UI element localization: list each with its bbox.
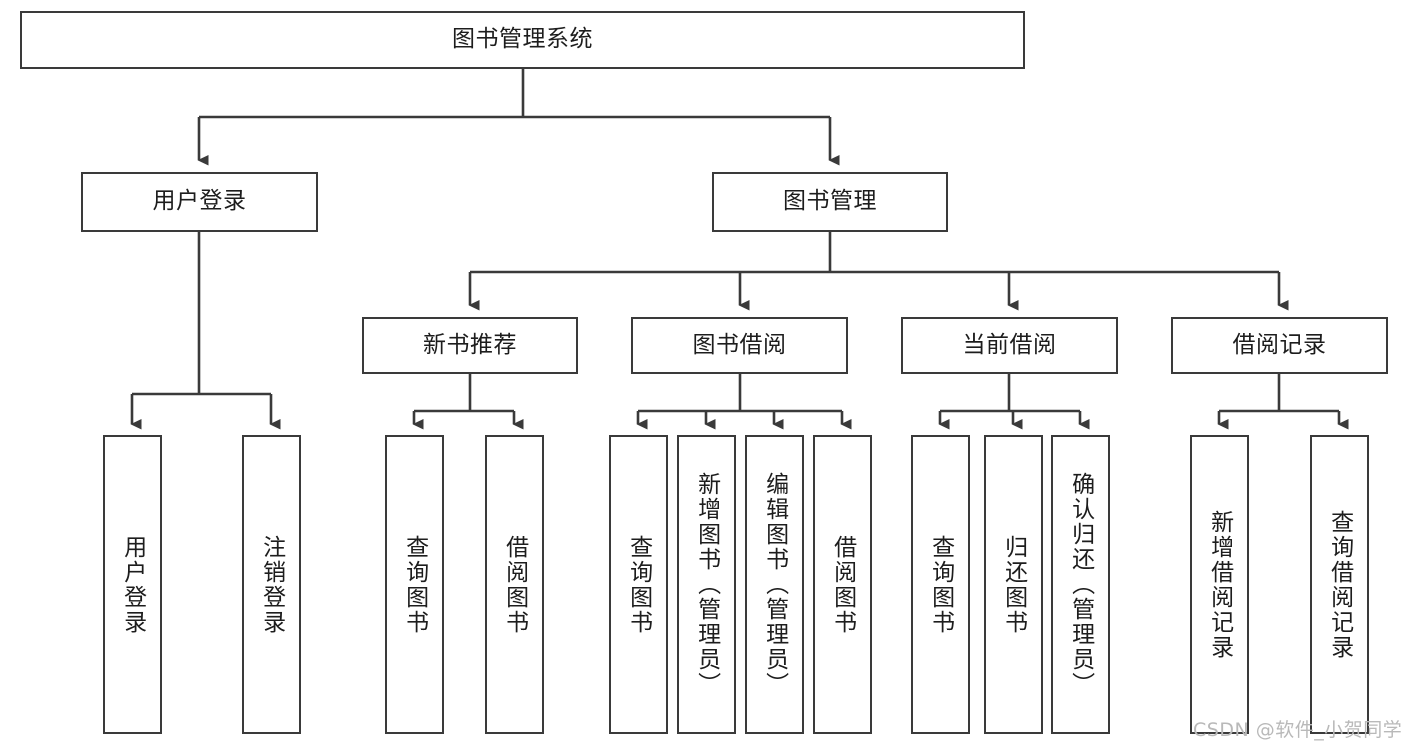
node-label: 用户登录 — [152, 188, 247, 215]
node-label: 查询借阅记录 — [1326, 509, 1353, 660]
node-book-management[interactable]: 图书管理 — [712, 172, 948, 232]
leaf-record-add[interactable]: 新增借阅记录 — [1190, 435, 1249, 734]
node-label: 借阅图书 — [829, 534, 856, 635]
node-label: 新增借阅记录 — [1206, 509, 1233, 660]
leaf-user-login[interactable]: 用户登录 — [103, 435, 162, 734]
node-label: 编辑图书（管理员） — [761, 472, 788, 697]
node-current-borrow[interactable]: 当前借阅 — [901, 317, 1118, 374]
leaf-recommend-query-book[interactable]: 查询图书 — [385, 435, 444, 734]
leaf-record-search[interactable]: 查询借阅记录 — [1310, 435, 1369, 734]
watermark-text: CSDN @软件_小贺同学 — [1193, 719, 1403, 741]
node-label: 图书管理系统 — [452, 26, 593, 53]
leaf-borrow-edit-book-admin[interactable]: 编辑图书（管理员） — [745, 435, 804, 734]
leaf-current-query-book[interactable]: 查询图书 — [911, 435, 970, 734]
leaf-borrow-add-book-admin[interactable]: 新增图书（管理员） — [677, 435, 736, 734]
leaf-recommend-borrow-book[interactable]: 借阅图书 — [485, 435, 544, 734]
leaf-current-return-book[interactable]: 归还图书 — [984, 435, 1043, 734]
node-user-login[interactable]: 用户登录 — [81, 172, 318, 232]
leaf-borrow-query-book[interactable]: 查询图书 — [609, 435, 668, 734]
leaf-current-confirm-return-admin[interactable]: 确认归还（管理员） — [1051, 435, 1110, 734]
node-label: 借阅图书 — [501, 534, 528, 635]
node-label: 注销登录 — [258, 534, 285, 635]
node-label: 新增图书（管理员） — [693, 472, 720, 697]
node-label: 借阅记录 — [1232, 331, 1327, 358]
node-book-borrow[interactable]: 图书借阅 — [631, 317, 848, 374]
node-label: 新书推荐 — [423, 331, 517, 358]
leaf-logout[interactable]: 注销登录 — [242, 435, 301, 734]
node-root-system[interactable]: 图书管理系统 — [20, 11, 1025, 69]
node-label: 查询图书 — [927, 534, 954, 635]
node-label: 当前借阅 — [962, 331, 1057, 358]
node-label: 用户登录 — [119, 534, 146, 635]
node-label: 图书借阅 — [692, 331, 787, 358]
node-label: 查询图书 — [625, 534, 652, 635]
node-label: 查询图书 — [401, 534, 428, 635]
node-borrow-record[interactable]: 借阅记录 — [1171, 317, 1388, 374]
node-label: 确认归还（管理员） — [1067, 472, 1094, 697]
node-label: 图书管理 — [783, 188, 877, 215]
node-new-book-recommend[interactable]: 新书推荐 — [362, 317, 578, 374]
leaf-borrow-borrow-book[interactable]: 借阅图书 — [813, 435, 872, 734]
node-label: 归还图书 — [1000, 534, 1027, 635]
